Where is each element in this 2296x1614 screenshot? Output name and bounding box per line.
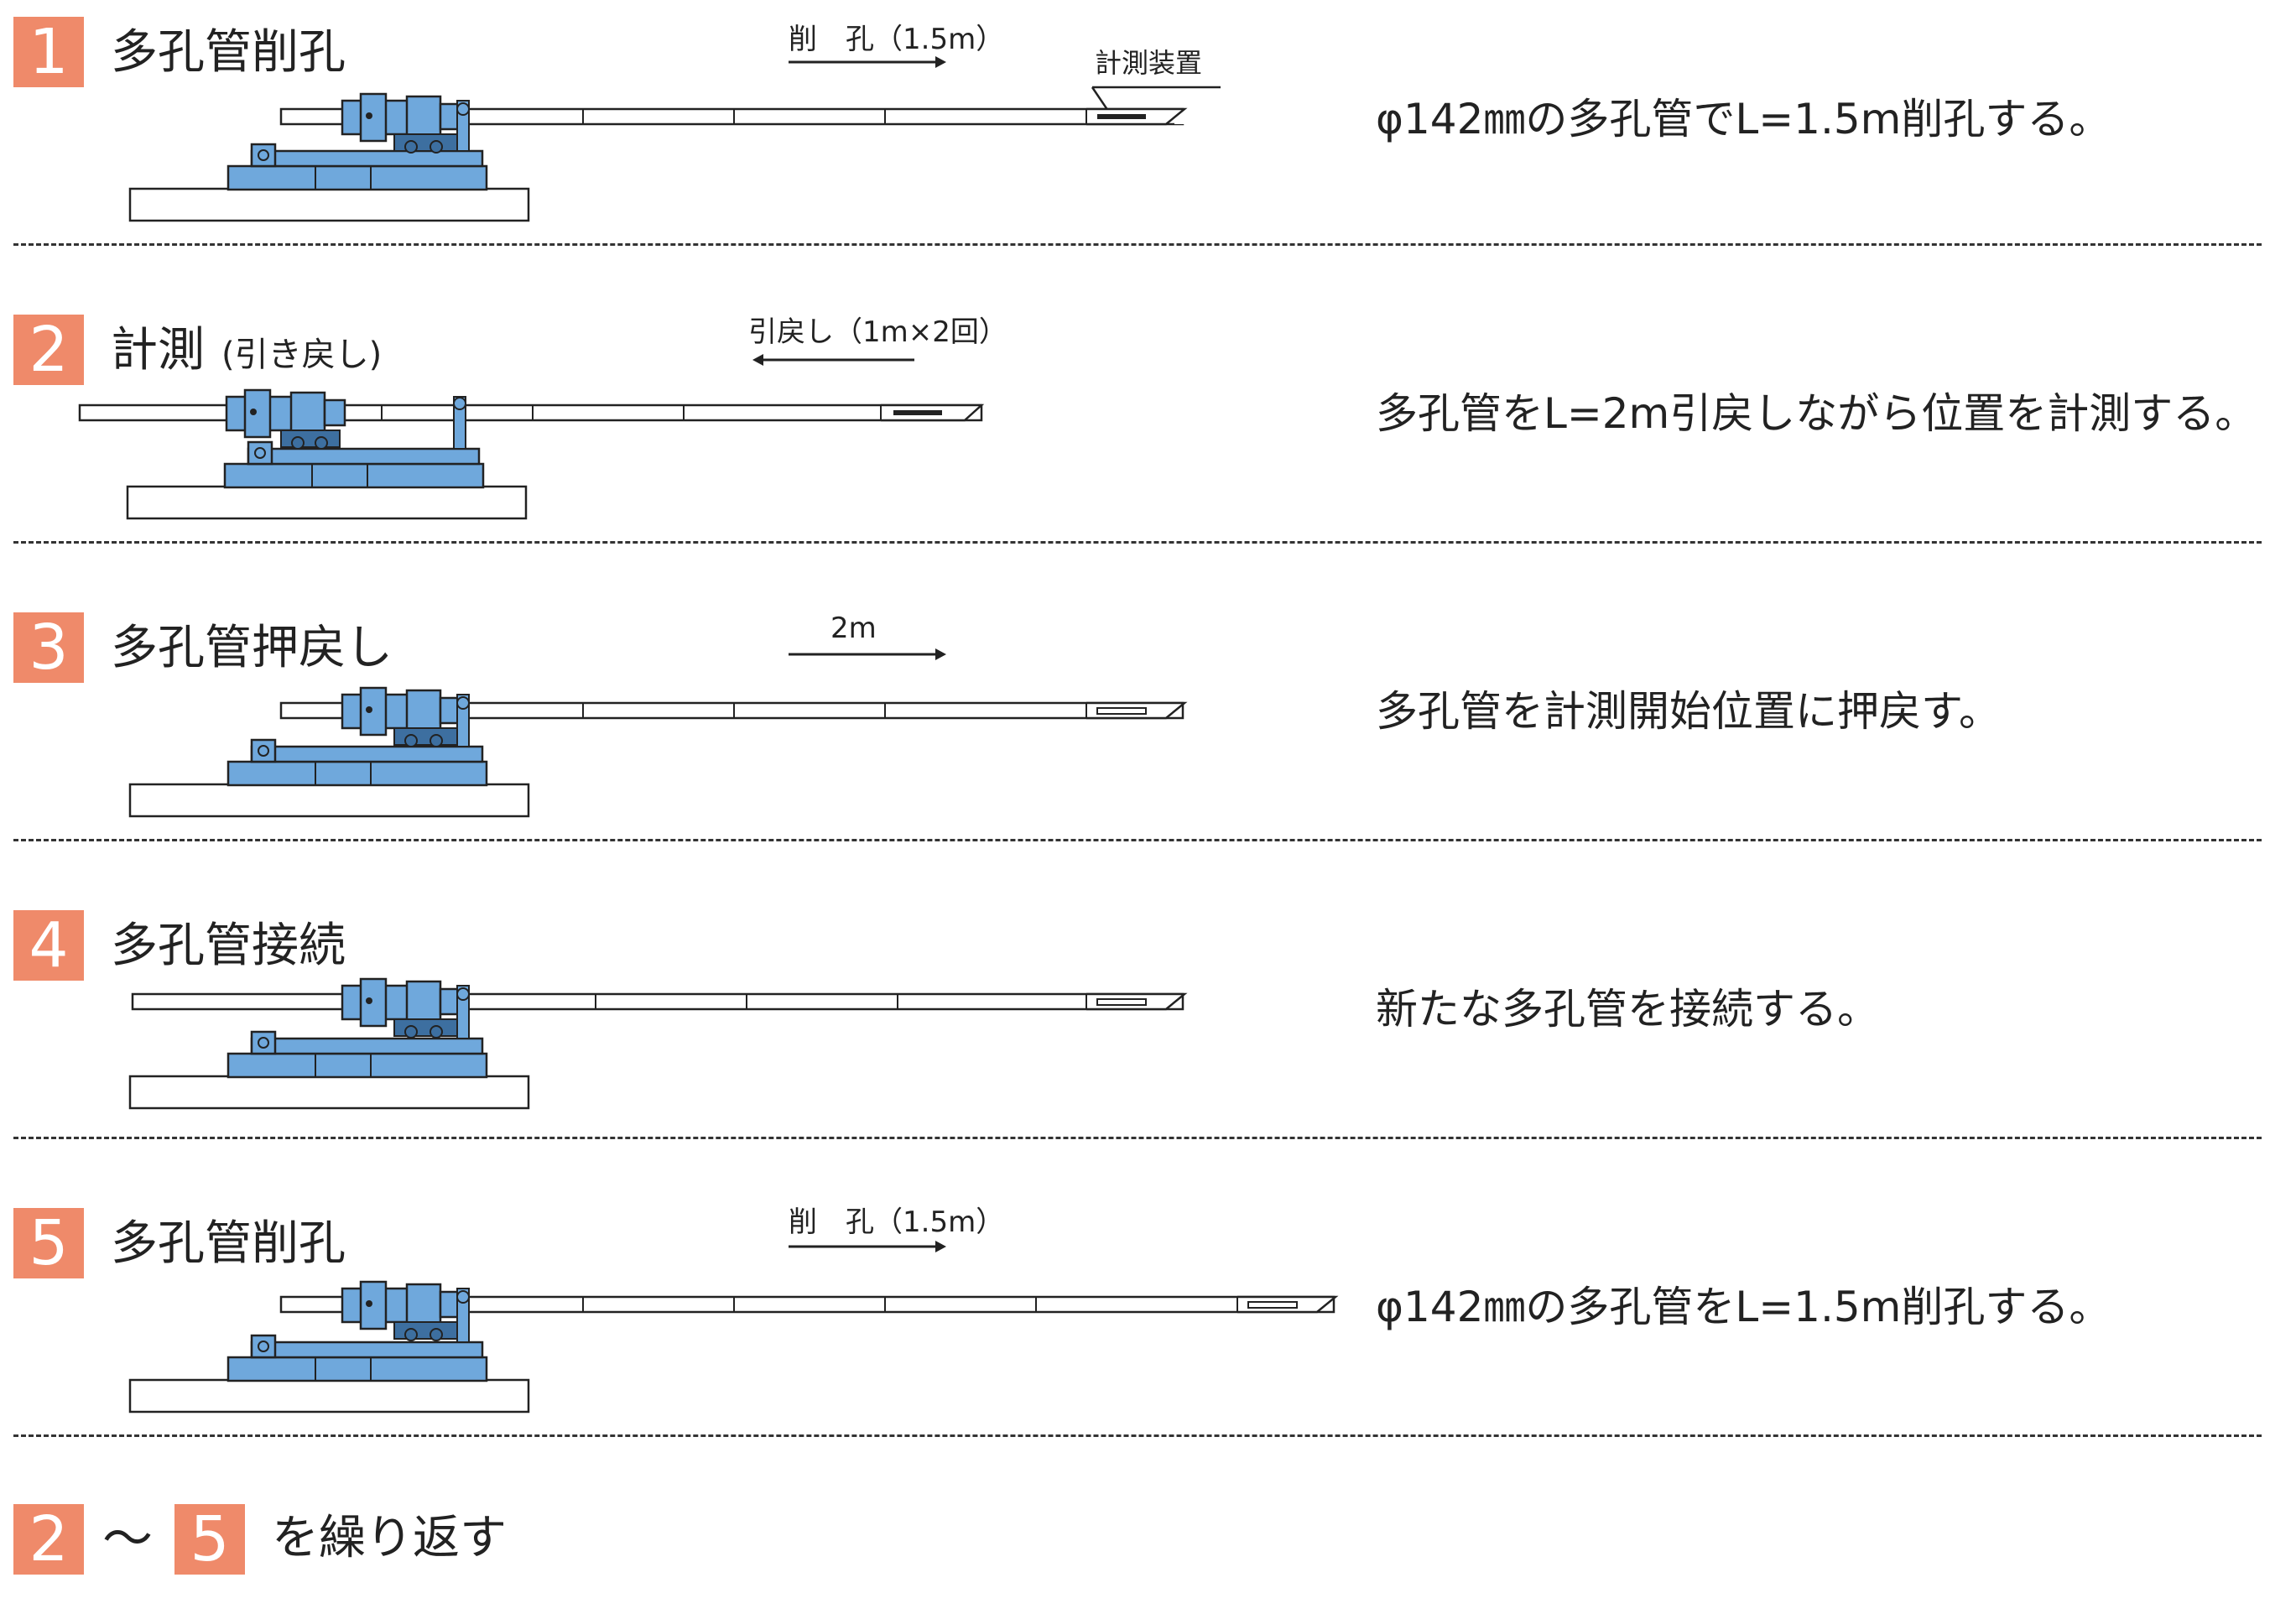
- measuring-device-icon: [1096, 998, 1147, 1006]
- drilling-machine: [126, 388, 528, 520]
- step-description: 多孔管をL=2m引戻しながら位置を計測する。: [1376, 389, 2257, 438]
- step-description: 多孔管を計測開始位置に押戻す。: [1376, 687, 2001, 736]
- push-arrow-label: 2m: [830, 612, 877, 645]
- drilling-diagram: 削 孔（1.5m） 計測装置: [128, 23, 1221, 222]
- measuring-device-icon: [1247, 1301, 1298, 1309]
- drilling-machine: [128, 977, 530, 1110]
- pipe-connection-diagram: [128, 977, 1188, 1110]
- repeat-from-badge: 2: [13, 1504, 84, 1575]
- step-divider: [13, 1137, 2262, 1139]
- repeat-instruction: 2 〜 5 を繰り返す: [0, 1497, 2296, 1590]
- step-description: φ142㎜の多孔管でL=1.5m削孔する。: [1376, 95, 2111, 143]
- step-number-badge: 2: [13, 315, 84, 385]
- step-2: 2 計測 (引き戻し) 多孔管をL=2m引戻しながら位置を計測する。 引戻し（1m…: [0, 298, 2296, 596]
- step-title-text: 多孔管削孔: [111, 25, 346, 80]
- retract-arrow-label: 引戻し（1m×2回）: [748, 315, 1007, 349]
- step-4: 4 多孔管接続 新たな多孔管を接続する。: [0, 893, 2296, 1191]
- step-title: 多孔管削孔: [111, 23, 346, 82]
- step-title: 多孔管接続: [111, 917, 346, 976]
- step-description: 新たな多孔管を接続する。: [1376, 985, 1879, 1033]
- drilling-machine: [128, 686, 530, 818]
- perforated-pipe: [279, 107, 1188, 126]
- step-number-badge: 1: [13, 17, 84, 87]
- measuring-device-icon: [1097, 114, 1146, 119]
- step-title-text: 多孔管押戻し: [111, 621, 393, 675]
- measuring-device-icon: [1096, 707, 1147, 715]
- perforated-pipe: [78, 404, 985, 422]
- step-title-text: 計測: [111, 323, 205, 377]
- step-5: 5 多孔管削孔 φ142㎜の多孔管をL=1.5m削孔する。 削 孔（1.5m）: [0, 1191, 2296, 1489]
- measuring-device-label: 計測装置: [1095, 47, 1202, 79]
- step-title: 計測 (引き戻し): [111, 321, 382, 384]
- range-tilde: 〜: [102, 1510, 153, 1569]
- drill-arrow-label: 削 孔（1.5m）: [789, 1205, 1004, 1239]
- step-title: 多孔管押戻し: [111, 619, 393, 678]
- repeat-to-badge: 5: [174, 1504, 245, 1575]
- step-description: φ142㎜の多孔管をL=1.5m削孔する。: [1376, 1283, 2111, 1331]
- step-1: 1 多孔管削孔 φ142㎜の多孔管でL=1.5m削孔する。 削 孔（1.5m） …: [0, 0, 2296, 298]
- step-title-text: 多孔管削孔: [111, 1216, 346, 1271]
- perforated-pipe: [279, 1295, 1339, 1314]
- perforated-pipe: [279, 701, 1188, 720]
- step-subtitle: (引き戻し): [221, 336, 383, 374]
- step-divider: [13, 243, 2262, 246]
- drilling-machine: [128, 92, 530, 222]
- step-number-badge: 3: [13, 612, 84, 683]
- retraction-diagram: 引戻し（1m×2回）: [78, 315, 1007, 520]
- drill-arrow-label: 削 孔（1.5m）: [789, 23, 1004, 56]
- push-back-diagram: 2m: [128, 612, 1188, 818]
- step-divider: [13, 1434, 2262, 1437]
- repeat-text: を繰り返す: [272, 1511, 507, 1565]
- step-number-badge: 5: [13, 1208, 84, 1278]
- drilling-machine: [128, 1280, 530, 1414]
- drilling-diagram: 削 孔（1.5m）: [128, 1205, 1339, 1414]
- step-divider: [13, 839, 2262, 841]
- measuring-device-icon: [893, 410, 942, 415]
- perforated-pipe: [131, 992, 1188, 1011]
- step-3: 3 多孔管押戻し 多孔管を計測開始位置に押戻す。 2m: [0, 596, 2296, 893]
- step-title: 多孔管削孔: [111, 1215, 346, 1273]
- step-number-badge: 4: [13, 910, 84, 981]
- step-divider: [13, 541, 2262, 544]
- step-title-text: 多孔管接続: [111, 919, 346, 973]
